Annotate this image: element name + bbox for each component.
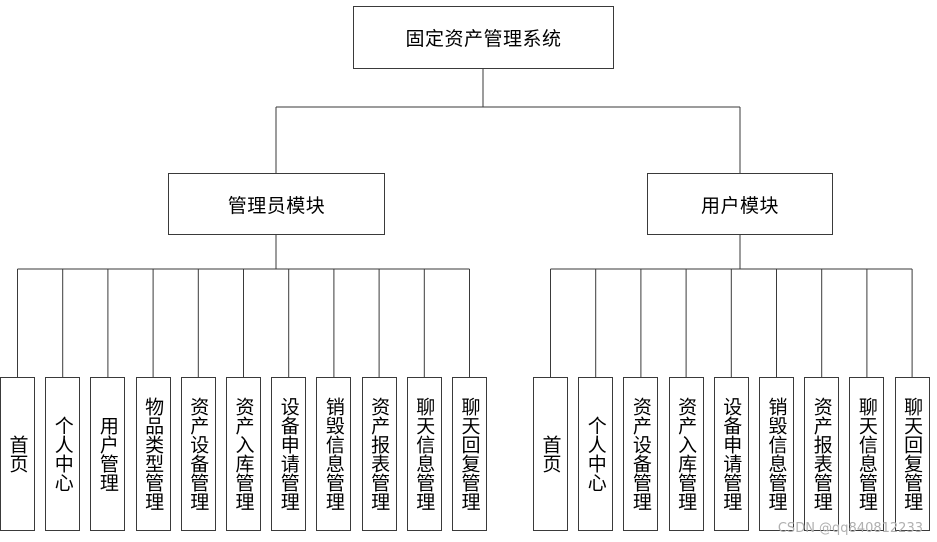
user-feature-1: 个人中心 bbox=[578, 377, 614, 531]
user-feature-5: 销毁信息管理 bbox=[759, 377, 794, 531]
user-feature-6: 资产报表管理 bbox=[804, 377, 840, 531]
admin-feature-2: 用户管理 bbox=[90, 377, 126, 531]
user-feature-3: 资产入库管理 bbox=[668, 377, 704, 531]
admin-feature-7: 销毁信息管理 bbox=[316, 377, 352, 531]
user-feature-8: 聊天回复管理 bbox=[894, 377, 930, 531]
admin-feature-1: 个人中心 bbox=[45, 377, 81, 531]
watermark: CSDN @qq840812233 bbox=[777, 521, 923, 536]
admin-feature-0: 首页 bbox=[0, 377, 35, 531]
user-feature-7: 聊天信息管理 bbox=[849, 377, 885, 531]
admin-feature-10: 聊天回复管理 bbox=[452, 377, 487, 531]
admin-feature-3: 物品类型管理 bbox=[135, 377, 171, 531]
admin-feature-6: 设备申请管理 bbox=[271, 377, 307, 531]
admin-feature-8: 资产报表管理 bbox=[361, 377, 397, 531]
user-feature-0: 首页 bbox=[533, 377, 568, 531]
admin-module-label: 管理员模块 bbox=[227, 194, 326, 217]
admin-feature-5: 资产入库管理 bbox=[226, 377, 261, 531]
user-module-label: 用户模块 bbox=[700, 194, 779, 217]
root-node: 固定资产管理系统 bbox=[353, 6, 614, 69]
root-label: 固定资产管理系统 bbox=[405, 28, 562, 50]
admin-module-node: 管理员模块 bbox=[168, 173, 385, 235]
user-module-node: 用户模块 bbox=[647, 173, 833, 235]
user-feature-4: 设备申请管理 bbox=[713, 377, 749, 531]
admin-feature-9: 聊天信息管理 bbox=[406, 377, 442, 531]
user-feature-2: 资产设备管理 bbox=[623, 377, 659, 531]
admin-feature-4: 资产设备管理 bbox=[180, 377, 216, 531]
